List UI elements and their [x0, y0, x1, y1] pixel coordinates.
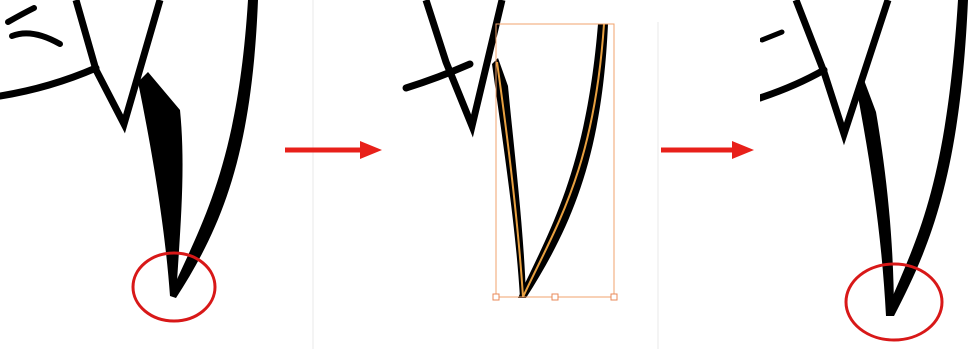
- panel-before: [0, 0, 315, 349]
- selection-handle[interactable]: [552, 294, 558, 300]
- arrow-right-icon: [658, 140, 754, 160]
- drawing-before: [0, 0, 315, 349]
- selection-handle[interactable]: [611, 294, 617, 300]
- drawing-selected: [400, 0, 662, 349]
- arrow-right-icon: [282, 140, 382, 160]
- panel-after: [760, 0, 972, 349]
- drawing-after: [760, 0, 972, 349]
- panel-selected: [400, 0, 662, 349]
- selection-handle[interactable]: [493, 294, 499, 300]
